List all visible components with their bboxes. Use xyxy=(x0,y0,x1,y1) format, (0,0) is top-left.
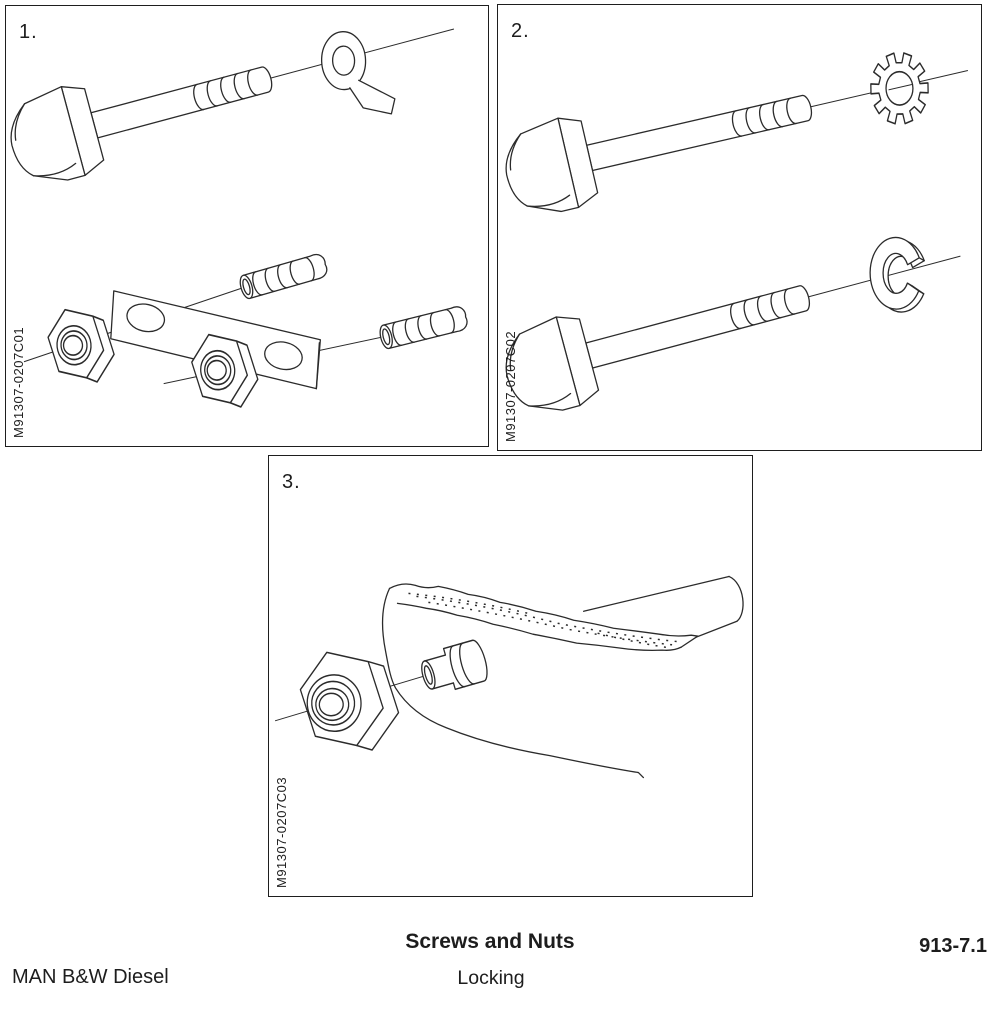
tab-washer xyxy=(320,31,396,115)
figure-1-number: 1. xyxy=(19,21,38,43)
hex-bolt xyxy=(505,285,811,411)
figure-1-reference-code: M91307-0207C01 xyxy=(11,326,26,438)
bolt-washer-row xyxy=(505,236,961,411)
figure-3-reference-code: M91307-0207C03 xyxy=(274,776,289,888)
figure-2-drawing xyxy=(505,52,969,411)
figure-3-number: 3. xyxy=(282,471,301,493)
figure-2-number: 2. xyxy=(511,20,530,42)
figure-3-drawing xyxy=(274,575,744,779)
figure-1-drawing xyxy=(10,28,468,408)
threaded-stud xyxy=(379,306,468,350)
hex-nut xyxy=(191,333,259,408)
figure-2-reference-code: M91307-0207C02 xyxy=(503,330,518,442)
page-title: Screws and Nuts xyxy=(405,930,575,953)
hex-bolt xyxy=(10,66,273,181)
self-locking-nut xyxy=(299,651,400,751)
figure-1-panel: 1. M91307-0207C01 xyxy=(5,5,489,447)
spring-lock-washer xyxy=(869,236,925,313)
hex-bolt xyxy=(505,94,813,213)
toothed-lock-washer xyxy=(870,52,929,125)
stud-end xyxy=(421,639,488,691)
hex-nut xyxy=(47,308,115,383)
center-axis-line xyxy=(888,84,912,91)
manufacturer-name: MAN B&W Diesel xyxy=(12,966,169,988)
broken-away-section xyxy=(381,583,699,779)
bolt-washer-row xyxy=(10,28,455,181)
threaded-stud xyxy=(239,253,328,300)
bolt-washer-row xyxy=(505,52,969,213)
section-number: 913-7.1 xyxy=(919,935,987,957)
rod xyxy=(583,575,744,638)
figure-2-panel: 2. M91307-0207C02 xyxy=(497,4,982,451)
figure-3-panel: 3. M91307-0207C03 xyxy=(268,455,753,897)
page-subtitle: Locking xyxy=(457,967,525,989)
